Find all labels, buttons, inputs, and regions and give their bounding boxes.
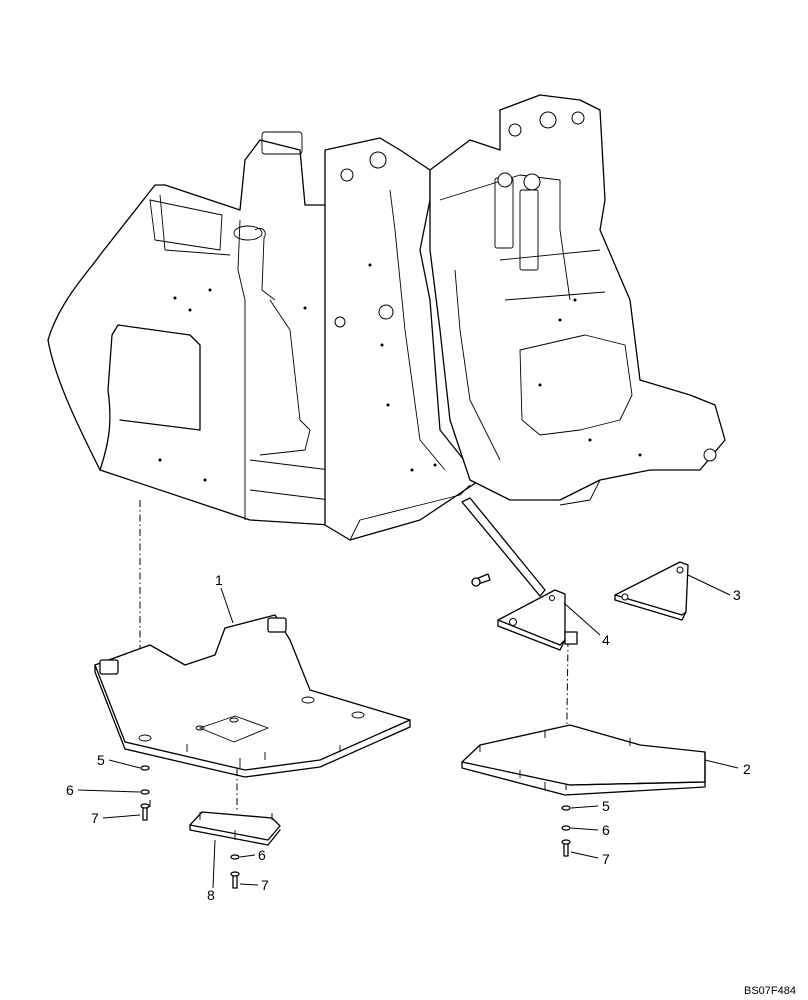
loader-frame bbox=[47, 94, 726, 597]
callout-7-left: 7 bbox=[91, 810, 99, 826]
part-8-cover-plate bbox=[189, 811, 281, 846]
callout-2: 2 bbox=[743, 761, 751, 777]
part-2-skid-plate bbox=[461, 724, 706, 796]
callout-6-right: 6 bbox=[602, 822, 610, 838]
part-4-bracket bbox=[471, 573, 578, 651]
part-3-bracket bbox=[614, 561, 689, 621]
fasteners bbox=[140, 765, 571, 889]
callout-3: 3 bbox=[733, 587, 741, 603]
callout-4: 4 bbox=[602, 632, 610, 648]
callout-6-left: 6 bbox=[66, 782, 74, 798]
callout-labels: 1 2 3 4 5 6 7 5 6 7 6 7 8 bbox=[66, 572, 751, 903]
figure-reference-code: BS07F484 bbox=[744, 985, 796, 997]
part-1-guard-plate bbox=[94, 614, 411, 778]
callout-8: 8 bbox=[207, 887, 215, 903]
callout-7-middle: 7 bbox=[261, 877, 269, 893]
callout-5-right: 5 bbox=[602, 798, 610, 814]
leader-lines bbox=[77, 574, 739, 889]
callout-6-middle: 6 bbox=[258, 847, 266, 863]
callout-7-right: 7 bbox=[602, 851, 610, 867]
callout-1: 1 bbox=[215, 572, 223, 588]
callout-5-left: 5 bbox=[97, 752, 105, 768]
